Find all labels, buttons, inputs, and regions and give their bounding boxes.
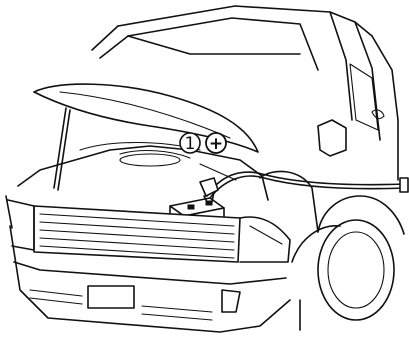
step-number-badge: 1 bbox=[180, 133, 200, 154]
step-number: 1 bbox=[185, 134, 196, 154]
positive-terminal-symbol: + bbox=[209, 134, 223, 154]
front-bumper bbox=[14, 262, 286, 320]
positive-terminal-icon: + bbox=[206, 133, 226, 154]
vehicle-body bbox=[6, 6, 404, 332]
front-grille bbox=[8, 200, 290, 262]
engine-bay bbox=[18, 143, 268, 201]
